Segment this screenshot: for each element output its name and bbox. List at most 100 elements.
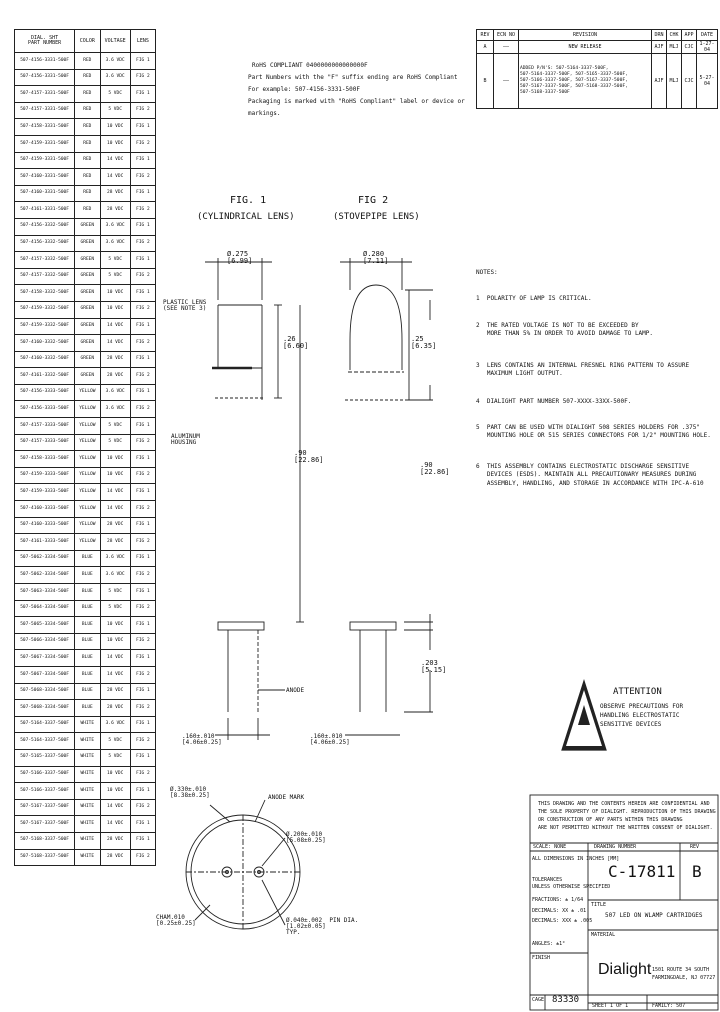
overall-height-label-2: .90 [22.86]: [420, 461, 450, 476]
pin-dia-label: Ø.040±.002 PIN DIA. [1.02±0.05] TYP.: [286, 917, 359, 936]
title-label: TITLE: [591, 902, 607, 908]
notes-heading: NOTES:: [476, 269, 498, 276]
color-cell: RED: [74, 151, 101, 170]
note-4: 4 DIALIGHT PART NUMBER 507-XXXX-33XX-500…: [476, 398, 632, 405]
family-label: FAMILY: 507: [652, 1003, 686, 1009]
anode-label: ANODE: [286, 687, 305, 694]
color-cell: BLUE: [74, 583, 101, 601]
pin-dia-leader: [261, 879, 286, 926]
lens-cell: FIG 1: [129, 815, 157, 833]
lens-cell: FIG 2: [129, 101, 157, 120]
lens-cell: FIG 2: [129, 566, 157, 584]
fig1-lens-outline: [214, 304, 263, 400]
pin-circle-label: Ø.200±.010 [5.08±0.25]: [286, 831, 326, 844]
color-cell: WHITE: [74, 798, 101, 817]
revision-row-b: B —— ADDED P/N'S: 507-5164-3337-500F, 50…: [476, 53, 718, 109]
drawing-rev: B: [692, 862, 702, 881]
finish-label: FINISH: [532, 955, 551, 961]
cage-label: CAGE: [532, 997, 545, 1003]
rohs-line-3: Packaging is marked with "RoHS Compliant…: [248, 98, 465, 105]
note-5: 5 PART CAN BE USED WITH DIALIGHT 508 SER…: [476, 424, 711, 440]
fig2-height-label: .25 [6.35]: [411, 335, 437, 350]
anode-mark-leader: [254, 799, 266, 823]
header-lens: LENS: [129, 29, 157, 53]
color-cell: BLUE: [74, 616, 101, 634]
lens-cell: FIG 2: [129, 765, 157, 784]
parts-table-header: DIAL. SHT PART NUMBER COLOR VOLTAGE LENS: [13, 29, 157, 53]
tolerance-decimal-2: DECIMALS: XX ± .01: [532, 908, 587, 914]
tolerance-fractions: FRACTIONS: ± 1/64: [532, 897, 584, 903]
color-cell: WHITE: [74, 748, 101, 767]
voltage-cell: 14 VDC: [99, 500, 131, 518]
header-voltage: VOLTAGE: [99, 29, 131, 53]
fig2-subtitle: (STOVEPIPE LENS): [333, 212, 420, 222]
lens-cell: FIG 2: [129, 134, 157, 153]
dims-note: ALL DIMENSIONS IN INCHES [MM]: [532, 856, 620, 862]
voltage-cell: 3.6 VDC: [99, 68, 131, 87]
rev-a-date: 1-27-04: [696, 40, 718, 54]
revision-table: REV ECN NO REVISION DRN CHK APP DATE A —…: [476, 29, 718, 109]
rev-label: REV: [690, 844, 700, 850]
rev-b-ecn: ——: [493, 53, 519, 109]
chamfer-label: CHAM.010 [0.25±0.25]: [156, 914, 196, 927]
lens-cell: FIG 1: [129, 85, 157, 103]
fig2-width-label: Ø.280 [7.11]: [363, 250, 389, 265]
lead-spacing-label-1: .160±.010 [4.06±0.25]: [182, 733, 222, 746]
cage-code: 83330: [552, 995, 580, 1005]
overall-height-label: .90 [22.86]: [294, 449, 324, 464]
sheet-number: SHEET 1 OF 1: [592, 1003, 629, 1009]
lens-cell: FIG 1: [129, 350, 157, 369]
tolerance-decimal-3: DECIMALS: XXX ± .005: [532, 918, 593, 924]
fig1-width-label: Ø.275 [6.99]: [227, 250, 253, 265]
rohs-line-4: markings.: [248, 110, 281, 117]
part-number-table: DIAL. SHT PART NUMBER COLOR VOLTAGE LENS…: [13, 29, 157, 867]
color-cell: YELLOW: [74, 533, 101, 551]
fig1-base-flange: [217, 621, 265, 631]
voltage-cell: 14 VDC: [99, 649, 131, 667]
attention-title: ATTENTION: [613, 687, 662, 697]
plastic-lens-label: PLASTIC LENS (SEE NOTE 3): [163, 299, 207, 312]
base-dia-leader: [209, 804, 231, 823]
revision-row-a: A —— NEW RELEASE AJF MLJ CJC 1-27-04: [476, 40, 718, 54]
voltage-cell: 5 VDC: [99, 748, 131, 767]
lens-cell: FIG 1: [129, 317, 157, 336]
header-color: COLOR: [74, 29, 101, 53]
color-cell: WHITE: [74, 848, 101, 867]
header-part-number: DIAL. SHT PART NUMBER: [13, 29, 76, 53]
rohs-title: RoHS COMPLIANT 0400000000000000F: [252, 62, 368, 69]
scale-label: SCALE: NONE: [533, 844, 567, 850]
voltage-cell: 10 VDC: [99, 284, 131, 302]
lens-cell: FIG 2: [129, 848, 157, 867]
drawing-title: 507 LED ON WLAMP CARTRIDGES: [605, 912, 703, 919]
esd-hand-glyph: [578, 705, 590, 725]
voltage-cell: 5 VDC: [99, 251, 131, 269]
